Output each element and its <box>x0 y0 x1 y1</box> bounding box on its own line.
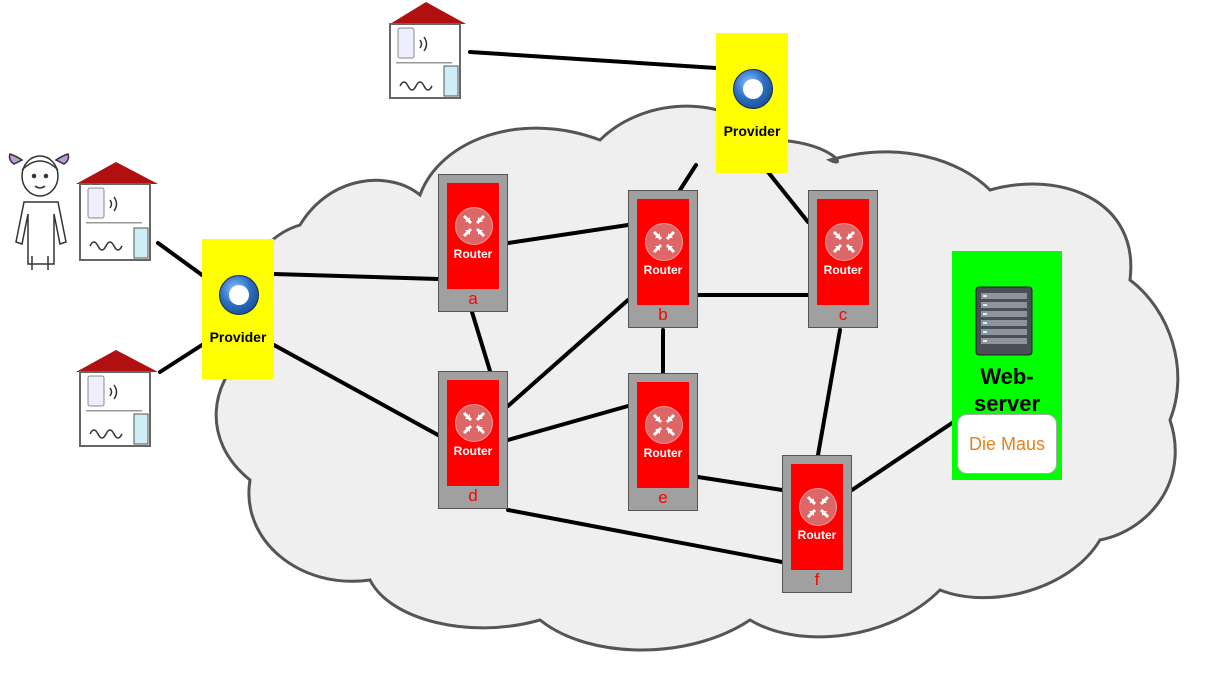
link-f-webserver <box>850 421 954 492</box>
webserver-label-line1: Web- <box>980 364 1034 389</box>
link-b-d <box>506 298 630 408</box>
router-letter: e <box>658 488 668 507</box>
globe-icon <box>733 69 773 109</box>
house-icon <box>389 2 466 99</box>
router-icon <box>825 223 863 261</box>
router-label: Router <box>797 528 837 542</box>
provider-left: Provider <box>202 239 274 379</box>
link-c-f <box>816 328 842 457</box>
link-house1-provider-left <box>156 241 204 277</box>
server-rack-icon <box>975 286 1033 356</box>
girl-icon <box>8 153 70 270</box>
router-letter: a <box>468 289 478 308</box>
router-d: Router d <box>438 371 508 509</box>
router-c: Router c <box>808 190 878 328</box>
network-links <box>156 50 954 564</box>
provider-label: Provider <box>723 123 781 139</box>
provider-top: Provider <box>716 33 788 173</box>
router-label: Router <box>453 444 493 458</box>
house-icon <box>76 350 158 447</box>
router-letter: f <box>814 570 820 589</box>
router-icon <box>799 488 837 526</box>
router-a: Router a <box>438 174 508 312</box>
router-label: Router <box>823 263 863 277</box>
link-a-b <box>506 223 630 245</box>
link-house-top-provider-top <box>468 50 718 70</box>
router-icon <box>645 223 683 261</box>
webserver-label: Web- server <box>952 363 1062 417</box>
webserver-label-line2: server <box>973 391 1041 416</box>
link-provider-top-b <box>678 163 698 192</box>
router-e: Router e <box>628 373 698 511</box>
link-d-e <box>506 404 630 442</box>
router-icon <box>645 406 683 444</box>
provider-label: Provider <box>209 329 267 345</box>
router-label: Router <box>643 263 683 277</box>
router-f: Router f <box>782 455 852 593</box>
router-letter: d <box>468 486 478 505</box>
link-house2-provider-left <box>158 343 204 374</box>
router-icon <box>455 404 493 442</box>
webserver: Web- server Die Maus <box>952 251 1062 480</box>
globe-icon <box>219 275 259 315</box>
website-box: Die Maus <box>957 414 1057 474</box>
router-b: Router b <box>628 190 698 328</box>
router-label: Router <box>643 446 683 460</box>
router-icon <box>455 207 493 245</box>
house-icon <box>76 162 158 261</box>
link-d-f <box>506 508 784 564</box>
link-provider-left-d <box>272 343 440 437</box>
router-label: Router <box>453 247 493 261</box>
router-letter: b <box>658 305 668 324</box>
link-a-d <box>470 310 492 373</box>
link-provider-left-a <box>272 272 440 281</box>
link-provider-top-c <box>766 170 810 224</box>
router-letter: c <box>838 305 848 324</box>
link-e-f <box>696 475 784 492</box>
